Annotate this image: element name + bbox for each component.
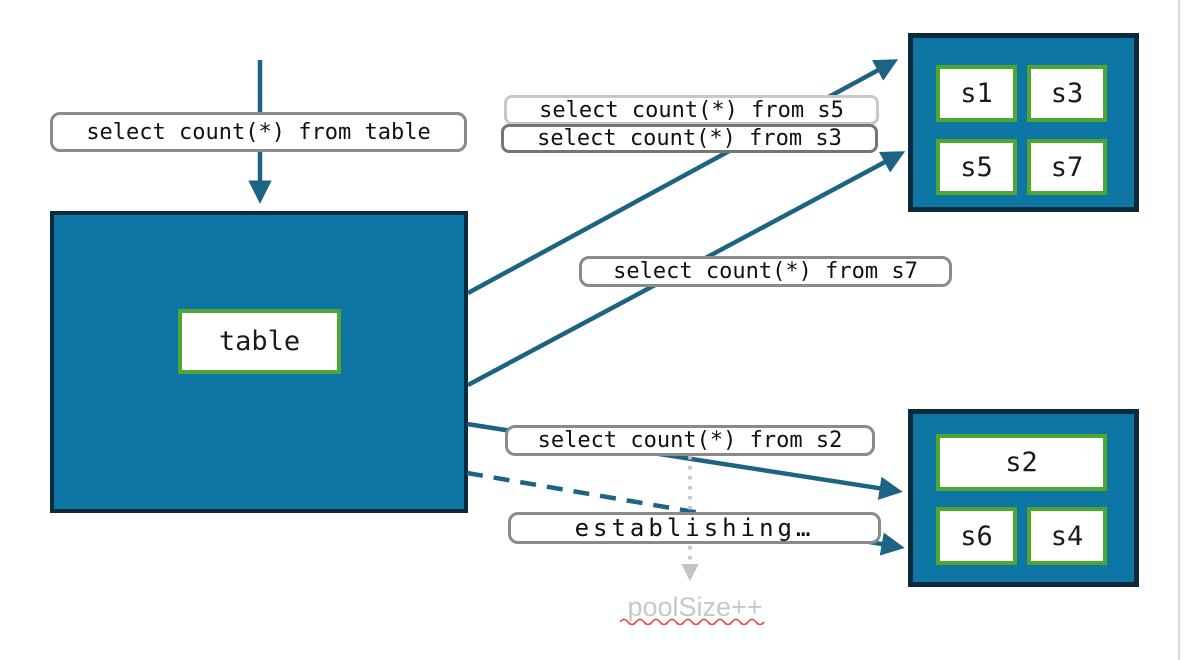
query-text: select count(*) from s7: [613, 259, 918, 284]
label-query-from-s3: select count(*) from s3: [501, 124, 878, 153]
shard-label: s3: [1050, 78, 1084, 109]
shard-cell-s5: s5: [936, 139, 1017, 195]
shard-label: s6: [960, 520, 993, 552]
table-cell-label: table: [218, 326, 301, 357]
poolsize-text: poolSize++: [627, 592, 763, 622]
query-text: select count(*) from s2: [537, 428, 843, 453]
red-squiggle: [620, 618, 765, 626]
shard-label: s4: [1050, 520, 1084, 552]
label-query-from-s7: select count(*) from s7: [579, 256, 952, 287]
label-establishing: establishing…: [508, 512, 881, 544]
shard-label: s7: [1050, 151, 1084, 183]
shard-cell-s6: s6: [936, 507, 1017, 565]
shard-label: s1: [960, 78, 993, 109]
shard-group-bottom: s2 s6 s4: [908, 409, 1139, 587]
table-container-box: table: [50, 211, 468, 513]
query-text: establishing…: [574, 514, 815, 542]
shard-cell-s7: s7: [1027, 139, 1107, 195]
poolsize-annotation: poolSize++: [615, 592, 775, 623]
label-query-from-s5: select count(*) from s5: [504, 95, 879, 125]
shard-label: s5: [960, 151, 993, 183]
slide-edge-line: [1178, 0, 1180, 660]
query-text: select count(*) from table: [86, 119, 431, 145]
shard-cell-s1: s1: [936, 65, 1017, 122]
shard-cell-s3: s3: [1027, 65, 1107, 122]
query-text: select count(*) from s5: [539, 97, 844, 123]
query-text: select count(*) from s3: [537, 126, 842, 151]
label-query-from-table: select count(*) from table: [50, 112, 467, 152]
shard-group-top: s1 s3 s5 s7: [908, 33, 1139, 212]
shard-cell-s4: s4: [1027, 507, 1107, 565]
shard-cell-s2: s2: [936, 434, 1107, 491]
table-cell: table: [178, 309, 341, 374]
shard-label: s2: [1005, 447, 1038, 478]
label-query-from-s2: select count(*) from s2: [505, 425, 875, 456]
